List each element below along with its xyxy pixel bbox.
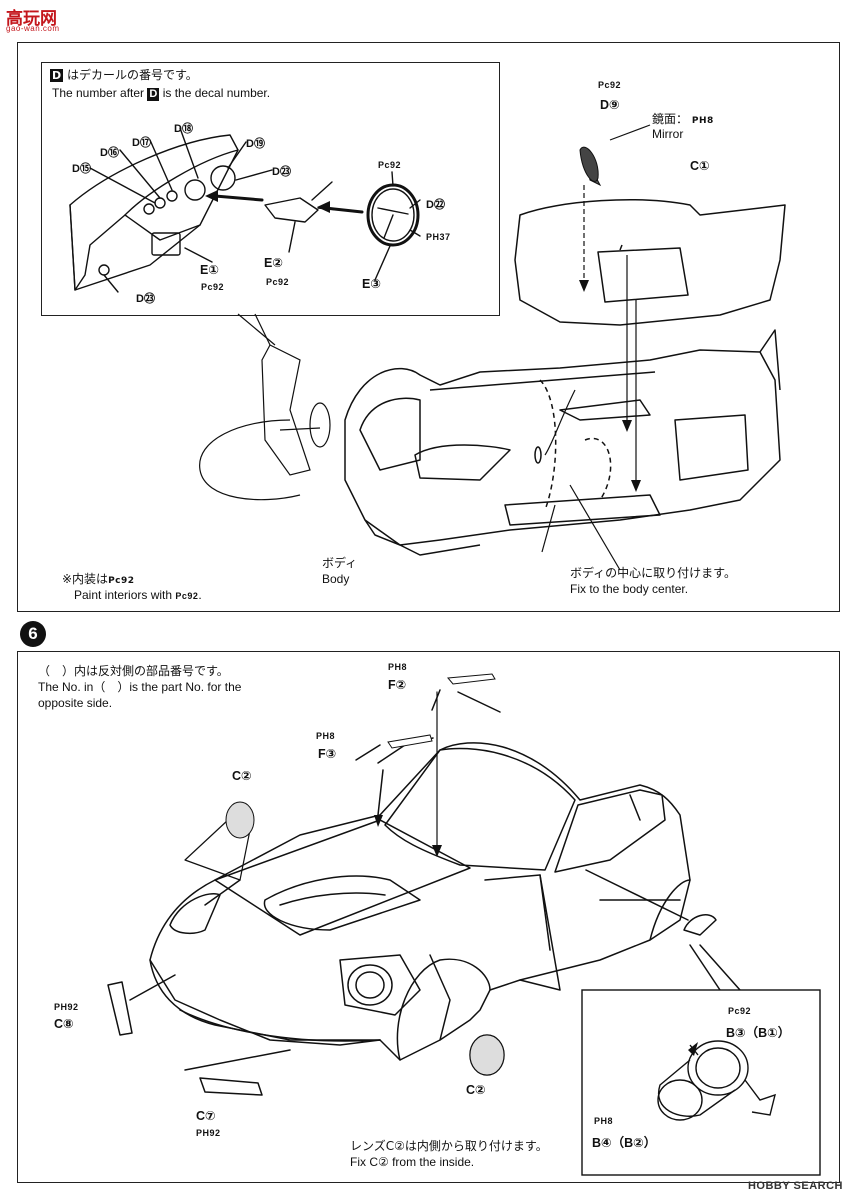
paint-e2: Pc92 [266, 277, 290, 287]
part-c2-bottom-label: C② [466, 1083, 486, 1097]
opposite-note-en-line2: opposite side. [38, 696, 113, 710]
paint-b4: PH8 [594, 1116, 614, 1126]
part-b3-label: B③（B①） [726, 1026, 791, 1040]
interior-paint-en: Pc92 [175, 591, 199, 601]
paint-e3-side: PH37 [426, 232, 451, 242]
decal-label-23-right: D㉓ [272, 166, 291, 178]
part-e2-label: E② [264, 256, 283, 270]
interior-note-jp-text: ※内装は [62, 572, 109, 586]
part-e3-label: E③ [362, 277, 381, 291]
interior-note-en: Paint interiors with Pc92. [74, 588, 202, 602]
decal-label-19: D⑲ [246, 138, 265, 150]
opposite-note-jp: （ ）内は反対側の部品番号です。 [38, 664, 229, 678]
decal-marker-inline-icon: D [147, 88, 160, 101]
paint-e3-top: Pc92 [378, 160, 402, 170]
body-jp-label: ボディ [322, 556, 358, 570]
paint-c7: PH92 [196, 1128, 221, 1138]
decal-note-jp-text: はデカールの番号です。 [66, 68, 198, 82]
decal-label-22: D㉒ [426, 199, 445, 211]
part-c1-label: C① [690, 159, 710, 173]
paint-c8: PH92 [54, 1002, 79, 1012]
site-logo-subtitle: gao-wan.com [6, 24, 60, 33]
part-d9-label: D⑨ [600, 98, 620, 112]
center-note-jp: ボディの中心に取り付けます。 [570, 566, 736, 580]
decal-label-18: D⑱ [174, 123, 193, 135]
step-6-badge: 6 [20, 621, 46, 647]
decal-note-en-prefix: The number after [52, 86, 145, 100]
paint-b3: Pc92 [728, 1006, 752, 1016]
paint-mirror: PH8 [691, 116, 714, 126]
body-en-label: Body [322, 572, 350, 586]
part-e1-label: E① [200, 263, 219, 277]
part-b4-label: B④（B②） [592, 1136, 657, 1150]
interior-note-jp: ※内装はPc92 [62, 572, 135, 589]
part-c2-top-label: C② [232, 769, 252, 783]
part-f2-label: F② [388, 678, 407, 692]
part-f3-label: F③ [318, 747, 337, 761]
decal-label-17: D⑰ [132, 137, 151, 149]
decal-label-23-bottom: D㉓ [136, 293, 155, 305]
opposite-note-en-line1: The No. in（ ）is the part No. for the [38, 680, 242, 694]
mirror-jp-label: 鏡面： PH8 [652, 112, 714, 129]
lens-note-jp: レンズC②は内側から取り付けます。 [350, 1139, 548, 1153]
paint-f3: PH8 [316, 731, 336, 741]
part-c7-label: C⑦ [196, 1109, 216, 1123]
mirror-en-label: Mirror [652, 127, 684, 141]
hobby-search-watermark: HOBBY SEARCH [747, 1180, 843, 1192]
paint-e1: Pc92 [201, 282, 225, 292]
decal-label-16: D⑯ [100, 147, 119, 159]
decal-inset-box [41, 62, 500, 316]
paint-f2: PH8 [388, 662, 408, 672]
decal-label-15: D⑮ [72, 163, 91, 175]
interior-note-en-text: Paint interiors with [74, 588, 173, 602]
site-logo: 高玩网 [6, 9, 57, 28]
decal-marker-icon: D [50, 69, 64, 82]
lens-note-en: Fix C② from the inside. [350, 1155, 475, 1169]
part-c8-label: C⑧ [54, 1017, 74, 1031]
decal-note-jp: D はデカールの番号です。 [50, 68, 198, 83]
decal-note-en-suffix: is the decal number. [162, 86, 271, 100]
center-note-en: Fix to the body center. [570, 582, 689, 596]
interior-paint-jp: Pc92 [108, 576, 135, 586]
paint-d9: Pc92 [598, 80, 622, 90]
mirror-jp-text: 鏡面： [652, 112, 689, 126]
decal-note-en: The number after D is the decal number. [52, 86, 270, 101]
